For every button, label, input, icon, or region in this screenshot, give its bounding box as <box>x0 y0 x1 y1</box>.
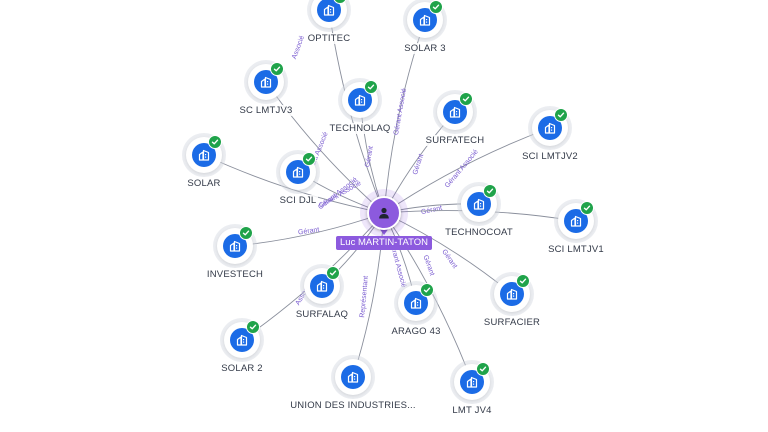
company-label[interactable]: SURFATECH <box>375 135 535 146</box>
company-label[interactable]: UNION DES INDUSTRIES... <box>273 400 433 411</box>
company-label[interactable]: OPTITEC <box>249 33 409 44</box>
building-icon <box>286 160 310 184</box>
check-icon <box>302 152 316 166</box>
check-icon <box>554 108 568 122</box>
company-label[interactable]: SCI DJL <box>218 195 378 206</box>
edge-lmtjv4 <box>383 212 473 383</box>
company-label[interactable]: TECHNOLAQ <box>280 123 440 134</box>
check-icon <box>580 201 594 215</box>
company-label[interactable]: SCI LMTJV1 <box>496 244 656 255</box>
company-label[interactable]: INVESTECH <box>155 269 315 280</box>
company-name: SC LMTJV3 <box>237 105 295 116</box>
company-name: OPTITEC <box>305 33 353 44</box>
company-name: SCI LMTJV1 <box>546 244 606 255</box>
company-name: UNION DES INDUSTRIES... <box>288 400 418 411</box>
check-icon <box>239 226 253 240</box>
check-icon <box>326 266 340 280</box>
company-label[interactable]: SOLAR <box>124 178 284 189</box>
company-name: ARAGO 43 <box>389 326 443 337</box>
company-label[interactable]: SURFALAQ <box>242 309 402 320</box>
company-label[interactable]: LMT JV4 <box>392 405 552 416</box>
company-name: SCI DJL <box>277 195 319 206</box>
company-name: LMT JV4 <box>450 405 494 416</box>
edge-label-surfacier: Gérant <box>440 248 458 270</box>
company-name: SOLAR <box>185 178 223 189</box>
company-name: SCI LMTJV2 <box>520 151 580 162</box>
edge-label-surfatech: Gérant <box>412 153 425 176</box>
check-icon <box>429 0 443 14</box>
edge-scltjv3 <box>265 81 385 214</box>
pin-tip <box>379 228 389 235</box>
edge-label-technolaq: Gérant <box>364 146 375 168</box>
company-name: TECHNOCOAT <box>443 227 515 238</box>
edge-solar <box>203 154 385 214</box>
check-icon <box>364 80 378 94</box>
company-label[interactable]: ARAGO 43 <box>336 326 496 337</box>
person-name-tag[interactable]: Luc MARTIN-TATON <box>336 236 432 250</box>
check-icon <box>420 283 434 297</box>
company-label[interactable]: SOLAR 2 <box>162 363 322 374</box>
company-name: SURFACIER <box>481 317 543 328</box>
check-icon <box>516 274 530 288</box>
company-name: SOLAR 2 <box>219 363 265 374</box>
company-name: SOLAR 3 <box>402 43 448 54</box>
edge-label-investech: Gérant <box>298 227 320 237</box>
company-name: INVESTECH <box>204 269 266 280</box>
check-icon <box>459 92 473 106</box>
company-label[interactable]: SURFACIER <box>432 317 592 328</box>
company-label[interactable]: SC LMTJV3 <box>186 105 346 116</box>
person-icon <box>367 196 401 230</box>
company-label[interactable]: SCI LMTJV2 <box>470 151 630 162</box>
company-name: SURFALAQ <box>293 309 351 320</box>
company-label[interactable]: SOLAR 3 <box>345 43 505 54</box>
building-icon <box>317 0 341 22</box>
company-name: TECHNOLAQ <box>327 123 393 134</box>
check-icon <box>483 184 497 198</box>
building-icon <box>341 365 365 389</box>
check-icon <box>208 135 222 149</box>
check-icon <box>246 320 260 334</box>
edge-scilmtjv2 <box>383 127 551 214</box>
company-name: SURFATECH <box>423 135 487 146</box>
edge-label-union: Représentant <box>359 276 370 319</box>
check-icon <box>476 362 490 376</box>
edge-label-lmtjv4: Gérant <box>421 254 435 277</box>
check-icon <box>270 62 284 76</box>
company-label[interactable]: TECHNOCOAT <box>399 227 559 238</box>
